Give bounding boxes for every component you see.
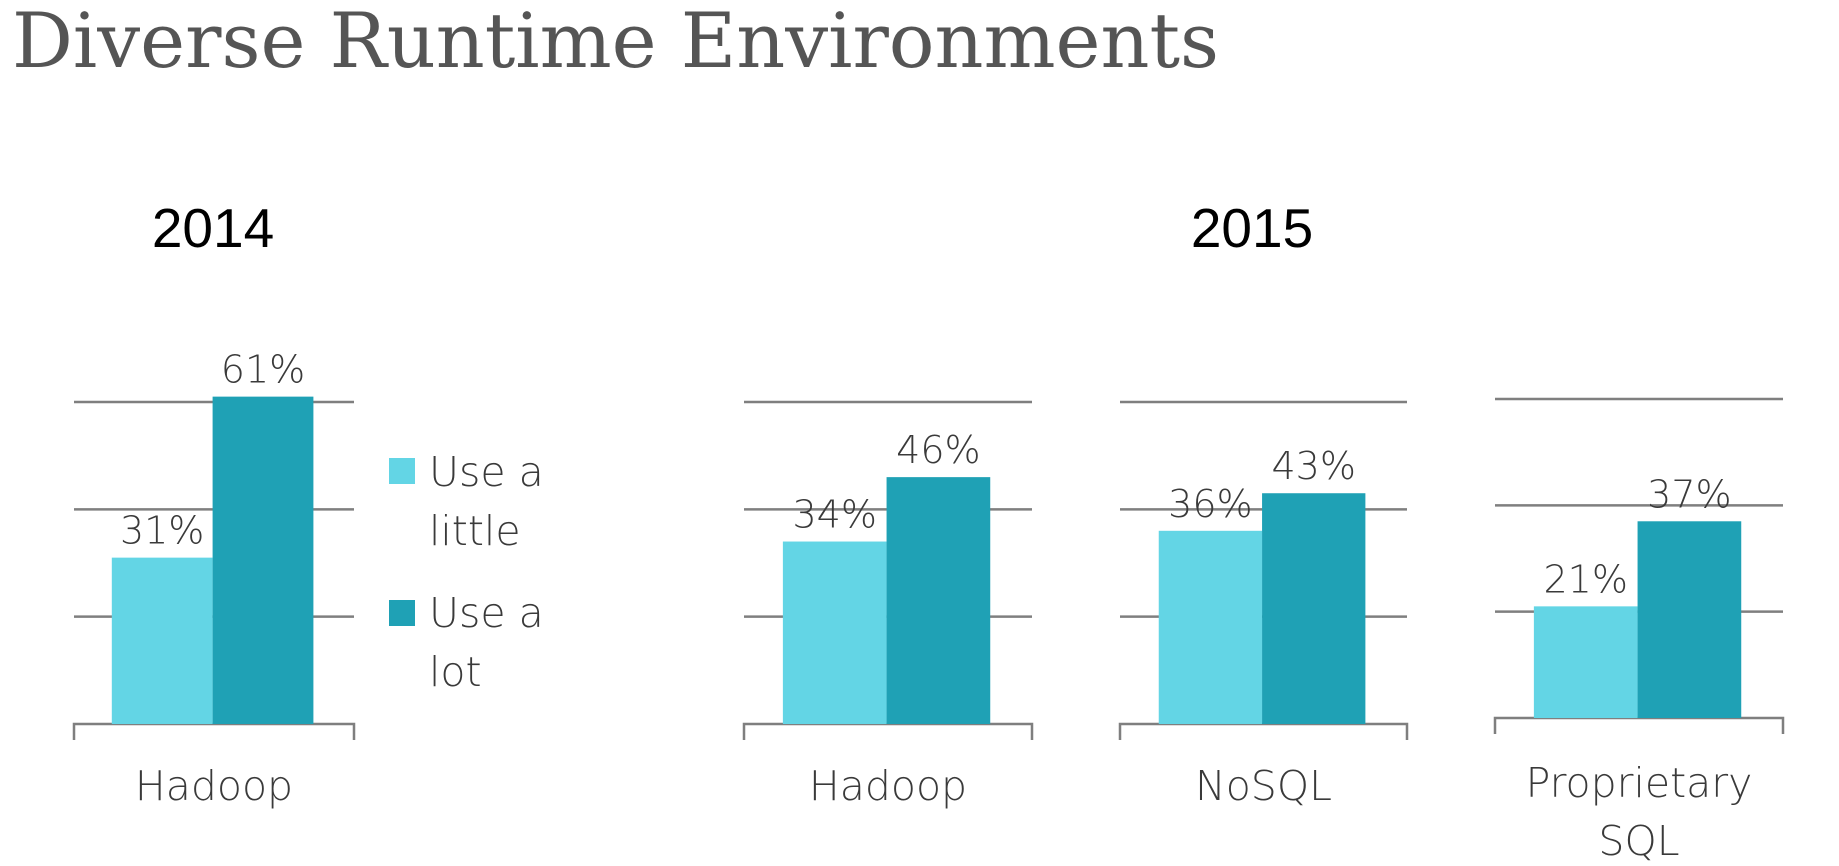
category-label-nosql: NoSQL [1195, 762, 1332, 810]
bar-proprietary-sql-use-a-little [1533, 606, 1638, 718]
bar-nosql-use-a-lot [1262, 493, 1366, 724]
year-title-2014: 2014 [152, 197, 274, 259]
bar-hadoop-use-a-little [782, 541, 887, 724]
axis-baseline-proprietary-sql [1493, 716, 1785, 734]
bar-proprietary-sql-use-a-lot [1637, 521, 1742, 718]
data-label-nosql-use-a-little: 36% [1168, 482, 1252, 526]
data-label-proprietary-sql-use-a-little: 21% [1543, 557, 1627, 601]
data-label-hadoop-use-a-lot: 46% [896, 428, 980, 472]
data-label-hadoop-use-a-lot: 61% [221, 348, 305, 392]
legend-label-use-a-lot-line1: Use a [429, 589, 544, 637]
data-label-hadoop-use-a-little: 31% [120, 509, 204, 553]
bar-hadoop-use-a-little [111, 557, 213, 724]
bar-hadoop-use-a-lot [886, 477, 991, 724]
data-label-proprietary-sql-use-a-lot: 37% [1647, 472, 1731, 516]
axis-baseline-hadoop [72, 722, 356, 740]
legend-label-use-a-lot-line2: lot [429, 648, 482, 696]
panels: 31% 61% Hadoop 34% 46% Hadoop 36% 43% NoSQL 21% 37… [72, 348, 1785, 865]
axis-baseline-hadoop [742, 722, 1034, 740]
chart-title: Diverse Runtime Environments [12, 0, 1219, 85]
legend-swatch-use-a-little [389, 458, 415, 484]
legend-label-use-a-little-line2: little [429, 507, 521, 555]
year-title-2015: 2015 [1191, 197, 1313, 259]
legend-label-use-a-little-line1: Use a [429, 448, 544, 496]
bar-hadoop-use-a-lot [212, 396, 314, 724]
category-label-hadoop: Hadoop [809, 762, 967, 810]
category-label-proprietary-sql-line2: SQL [1598, 817, 1679, 865]
legend-swatch-use-a-lot [389, 600, 415, 626]
axis-baseline-nosql [1118, 722, 1409, 740]
category-label-hadoop: Hadoop [135, 762, 293, 810]
category-label-proprietary-sql-line1: Proprietary [1526, 759, 1753, 807]
data-label-nosql-use-a-lot: 43% [1271, 444, 1355, 488]
legend: Use a little Use a lot [389, 448, 544, 696]
bar-nosql-use-a-little [1158, 530, 1263, 724]
data-label-hadoop-use-a-little: 34% [792, 493, 876, 537]
